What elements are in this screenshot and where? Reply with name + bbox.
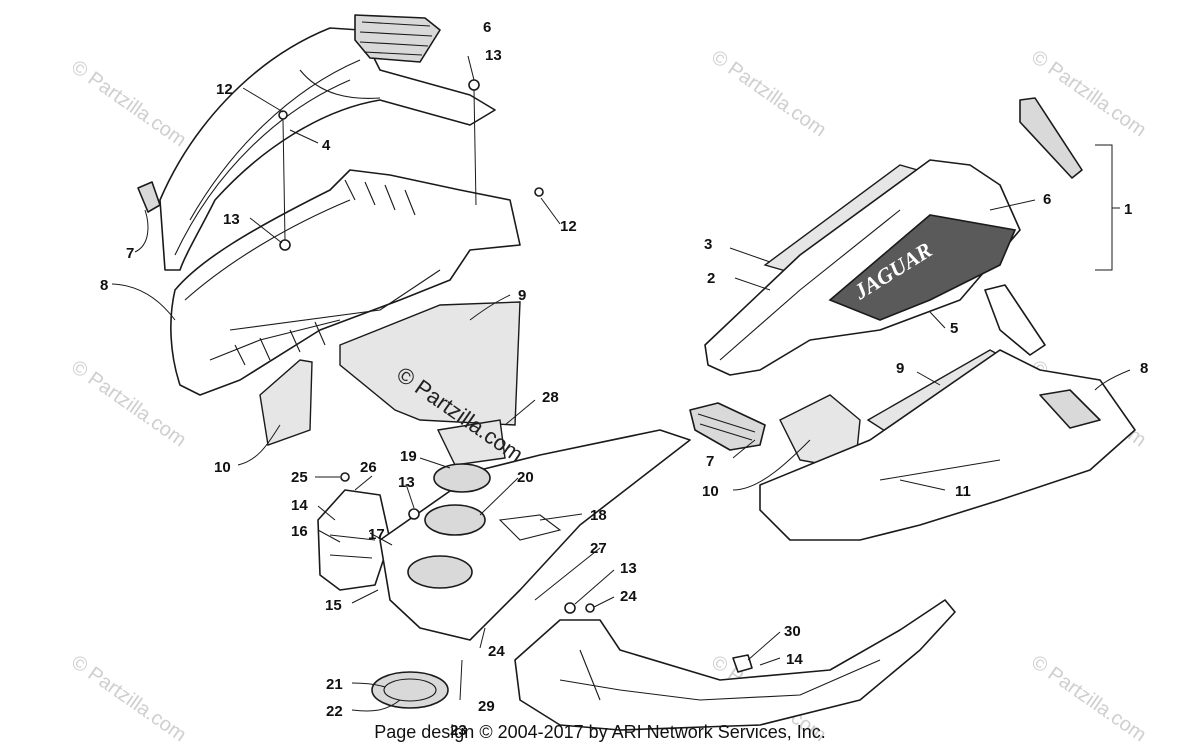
fastener-13-mid — [279, 239, 291, 251]
fastener-12-right — [534, 187, 544, 197]
hood-lower-left — [170, 169, 521, 396]
watermark: © Partzilla.com — [707, 46, 830, 141]
rear-bracket-8 — [984, 284, 1046, 356]
grille-right — [689, 402, 766, 451]
fastener-12-top — [278, 110, 288, 120]
callout-28: 28 — [542, 389, 559, 406]
callout-26: 26 — [360, 459, 377, 476]
callout-14: 14 — [786, 651, 803, 668]
hole-ring-19 — [433, 463, 491, 493]
callouts: 6 13 12 4 13 12 7 8 9 10 28 19 20 25 26 … — [100, 19, 1148, 739]
callout-8: 8 — [1140, 360, 1148, 377]
bracket-left — [317, 489, 391, 591]
callout-8: 8 — [100, 277, 108, 294]
foam-pad-small-left — [259, 359, 313, 446]
callout-24: 24 — [620, 588, 637, 605]
hood-main-right — [704, 159, 1021, 376]
callout-2: 2 — [707, 270, 715, 287]
callout-7: 7 — [126, 245, 134, 262]
callout-6: 6 — [483, 19, 491, 36]
callout-9: 9 — [518, 287, 526, 304]
callout-21: 21 — [326, 676, 343, 693]
belly-pan-vent — [1039, 389, 1101, 429]
callout-13: 13 — [620, 560, 637, 577]
side-vent-left — [137, 181, 161, 213]
callout-17: 17 — [368, 526, 385, 543]
lower-panel — [379, 429, 691, 641]
hole-ring-lower — [407, 555, 473, 589]
vent-strip-right — [1019, 97, 1083, 179]
fastener-25 — [340, 472, 350, 482]
gasket-21 — [371, 671, 449, 709]
callout-23: 23 — [450, 722, 467, 739]
clip-30 — [732, 654, 753, 673]
callout-13: 13 — [398, 474, 415, 491]
decal-jaguar — [828, 214, 1017, 321]
callout-25: 25 — [291, 469, 308, 486]
hole-ring-20 — [424, 504, 486, 536]
callout-10: 10 — [214, 459, 231, 476]
leader-lines — [111, 55, 1131, 712]
foam-pad-28 — [436, 419, 506, 466]
fastener-24-right — [585, 603, 595, 613]
fastener-13-right — [564, 602, 576, 614]
footer-copyright: Page design © 2004-2017 by ARI Network S… — [374, 722, 826, 742]
watermark: © Partzilla.com — [67, 356, 190, 451]
callout-9: 9 — [896, 360, 904, 377]
fastener-13-lower — [408, 508, 420, 520]
side-rail-lower — [514, 599, 956, 731]
callout-5: 5 — [950, 320, 958, 337]
foam-pad-left — [339, 301, 521, 426]
callout-29: 29 — [478, 698, 495, 715]
callout-12: 12 — [216, 81, 233, 98]
callout-4: 4 — [322, 137, 331, 154]
callout-10: 10 — [702, 483, 719, 500]
callout-27: 27 — [590, 540, 607, 557]
callout-11: 11 — [955, 483, 971, 500]
fastener-13-top — [468, 79, 480, 91]
callout-13: 13 — [485, 47, 502, 64]
callout-30: 30 — [784, 623, 801, 640]
callout-22: 22 — [326, 703, 343, 720]
callout-1: 1 — [1124, 201, 1132, 218]
callout-24: 24 — [488, 643, 505, 660]
callout-19: 19 — [400, 448, 417, 465]
callout-15: 15 — [325, 597, 342, 614]
callout-7: 7 — [706, 453, 714, 470]
callout-14: 14 — [291, 497, 308, 514]
callout-18: 18 — [590, 507, 607, 524]
callout-3: 3 — [704, 236, 712, 253]
callout-13: 13 — [223, 211, 240, 228]
callout-20: 20 — [517, 469, 534, 486]
callout-16: 16 — [291, 523, 308, 540]
watermark: © Partzilla.com — [67, 56, 190, 151]
callout-12: 12 — [560, 218, 577, 235]
callout-6: 6 — [1043, 191, 1051, 208]
vent-grille-top — [354, 14, 441, 63]
